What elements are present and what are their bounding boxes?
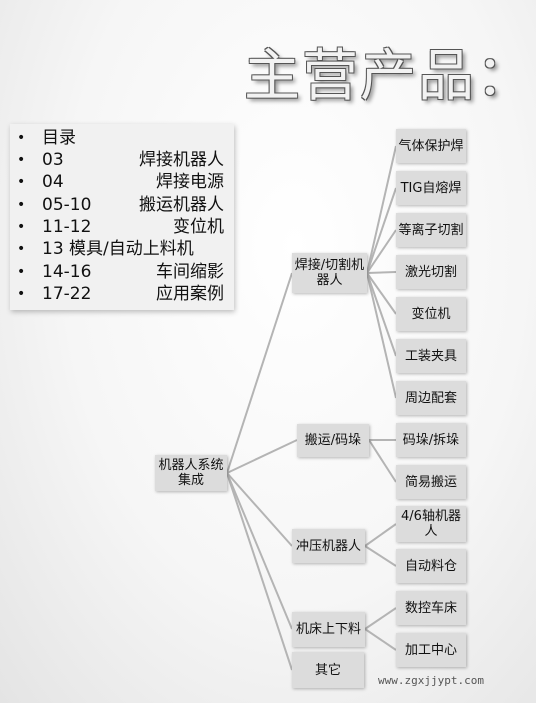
leaf-simple-handling: 简易搬运	[396, 465, 466, 499]
connector-line	[366, 271, 397, 274]
toc-item-code: 14-16	[42, 262, 92, 282]
connector-line	[364, 545, 397, 567]
connector-line	[226, 272, 293, 474]
bullet-icon: •	[17, 130, 26, 146]
toc-item: • 05-10 搬运机器人	[10, 194, 234, 216]
leaf-laser-cutting: 激光切割	[396, 255, 466, 289]
node-machine-loading: 机床上下料	[292, 612, 365, 647]
connector-line	[366, 272, 397, 399]
bullet-icon: •	[17, 152, 26, 168]
leaf-plasma-cutting: 等离子切割	[396, 213, 466, 247]
connector-line	[368, 439, 397, 483]
leaf-cnc-lathe: 数控车床	[396, 591, 466, 625]
connector-line	[366, 145, 397, 274]
leaf-gas-shielded-welding: 气体保护焊	[396, 129, 466, 163]
node-stamping-robot: 冲压机器人	[292, 529, 365, 563]
toc-item-label: 焊接机器人	[139, 150, 224, 170]
leaf-palletizing-depalletizing: 码垛/拆垛	[396, 423, 466, 457]
table-of-contents: • 目录 • 03 焊接机器人 • 04 焊接电源 • 05-10 搬运机器人 • 11-12 变…	[10, 124, 234, 310]
leaf-peripherals: 周边配套	[396, 381, 466, 415]
toc-item-code: 13 模具/自动上料机	[42, 239, 194, 259]
toc-item-code: 03	[42, 150, 64, 170]
leaf-machining-center: 加工中心	[396, 633, 466, 667]
node-root: 机器人系统集成	[155, 455, 227, 491]
bullet-icon: •	[17, 174, 26, 190]
toc-item: • 17-22 应用案例	[10, 283, 234, 305]
leaf-auto-magazine: 自动料仓	[396, 549, 466, 583]
connector-line	[366, 229, 397, 274]
toc-item-code: 05-10	[42, 195, 92, 215]
connector-line	[366, 272, 397, 357]
connector-line	[226, 472, 293, 671]
toc-item-label: 车间缩影	[156, 262, 224, 282]
toc-item-label: 焊接电源	[156, 172, 224, 192]
node-other: 其它	[292, 652, 364, 688]
toc-item: • 04 焊接电源	[10, 171, 234, 193]
toc-item-code: 17-22	[42, 284, 92, 304]
toc-item-code: 04	[42, 172, 64, 192]
toc-item-code: 目录	[42, 128, 76, 148]
toc-item-label: 变位机	[173, 217, 224, 237]
connector-line	[364, 607, 397, 630]
connector-line	[226, 472, 293, 630]
bullet-icon: •	[17, 197, 26, 213]
toc-item: • 11-12 变位机	[10, 216, 234, 238]
toc-item: • 目录	[10, 127, 234, 149]
toc-item: • 03 焊接机器人	[10, 149, 234, 171]
leaf-4-6-axis-robot: 4/6轴机器人	[396, 506, 466, 542]
connector-line	[364, 628, 397, 651]
leaf-positioner: 变位机	[396, 297, 466, 331]
toc-item-code: 11-12	[42, 217, 92, 237]
toc-item-label: 搬运机器人	[139, 195, 224, 215]
watermark: www.zgxjjypt.com	[378, 674, 484, 687]
toc-item: • 14-16 车间缩影	[10, 261, 234, 283]
node-handling-palletizing: 搬运/码垛	[297, 424, 369, 457]
leaf-tig-welding: TIG自熔焊	[396, 171, 466, 205]
connector-line	[364, 523, 397, 547]
toc-item: • 13 模具/自动上料机	[10, 238, 234, 260]
bullet-icon: •	[17, 264, 26, 280]
connector-line	[366, 187, 397, 274]
connector-line	[226, 472, 293, 547]
node-welding-cutting-robot: 焊接/切割机器人	[292, 253, 367, 293]
leaf-fixtures: 工装夹具	[396, 339, 466, 373]
connector-line	[366, 272, 397, 315]
connector-line	[226, 439, 298, 474]
toc-item-label: 应用案例	[156, 284, 224, 304]
bullet-icon: •	[17, 286, 26, 302]
page-title: 主营产品：	[244, 44, 534, 109]
bullet-icon: •	[17, 219, 26, 235]
bullet-icon: •	[17, 241, 26, 257]
